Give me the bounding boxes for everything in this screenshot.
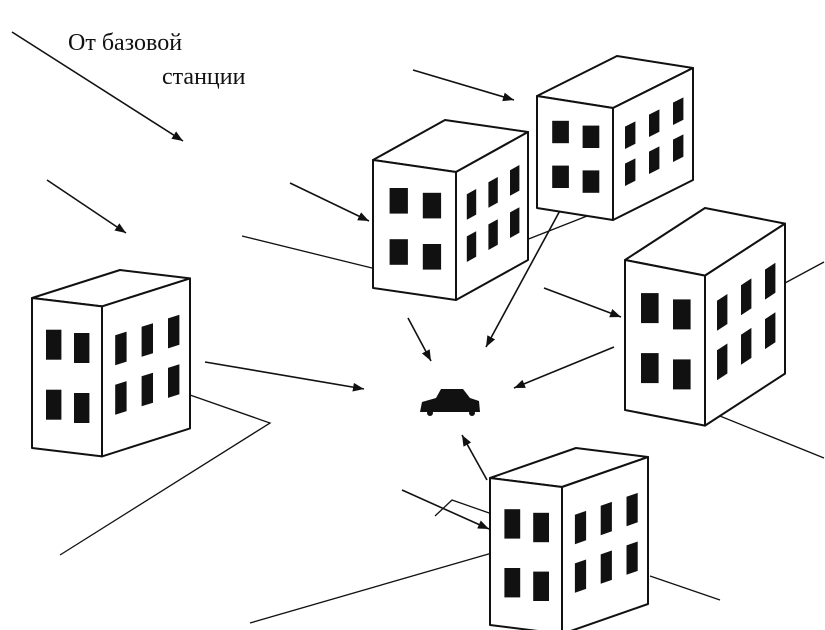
street-line [649, 575, 721, 601]
street-line [59, 394, 272, 556]
window [574, 559, 587, 593]
window [488, 177, 498, 208]
window [717, 294, 728, 331]
window [504, 568, 521, 598]
window [141, 323, 153, 357]
street-line [704, 409, 825, 459]
window [74, 393, 90, 423]
street-line [249, 552, 493, 624]
arrow-icon [407, 317, 432, 362]
window [673, 97, 684, 125]
window [673, 299, 691, 330]
window [168, 364, 180, 398]
street-line [784, 261, 825, 284]
window [649, 109, 660, 137]
window [141, 372, 153, 407]
window [533, 512, 549, 543]
window [717, 343, 728, 381]
window [466, 231, 477, 262]
window [466, 189, 477, 220]
window [510, 207, 520, 238]
arrow-icon [543, 287, 622, 318]
window [582, 125, 600, 148]
window [741, 327, 752, 365]
window [600, 550, 612, 584]
window [741, 278, 752, 316]
car-icon [420, 389, 480, 416]
window [389, 239, 408, 265]
window [510, 165, 520, 196]
window [625, 121, 636, 149]
window [641, 353, 659, 384]
window [600, 501, 612, 536]
building-icon [372, 119, 529, 301]
building-icon [31, 269, 191, 458]
buildings [31, 55, 786, 630]
window [115, 331, 127, 366]
window [422, 192, 442, 219]
window [504, 509, 521, 539]
window [488, 219, 498, 250]
window [533, 571, 549, 601]
arrow-icon [46, 179, 127, 234]
street-line [241, 235, 373, 269]
window [673, 134, 684, 162]
arrow-icon [204, 361, 365, 392]
window [641, 293, 659, 324]
window [552, 165, 569, 188]
window [168, 314, 180, 349]
arrow-icon [401, 489, 490, 530]
window [626, 541, 638, 575]
arrow-icon [485, 204, 564, 348]
arrow-icon [461, 434, 488, 481]
street-lines [59, 206, 825, 624]
signal-paths [11, 31, 622, 530]
window [115, 381, 127, 415]
arrow-icon [11, 31, 184, 142]
arrow-icon [513, 346, 615, 389]
window [765, 262, 776, 300]
window [649, 146, 660, 174]
building-icon [489, 447, 649, 630]
window [389, 188, 408, 214]
window [582, 170, 600, 193]
window [74, 333, 90, 363]
window [422, 244, 442, 270]
window [46, 329, 62, 360]
street-line [434, 499, 493, 517]
arrow-icon [289, 182, 370, 222]
window [625, 158, 636, 186]
arrow-icon [412, 69, 515, 102]
window [626, 492, 638, 527]
building-icon [536, 55, 694, 221]
base-station-label-line-2: станции [162, 64, 246, 90]
window [574, 510, 587, 545]
building-icon [624, 207, 786, 427]
window [552, 120, 569, 144]
window [673, 359, 691, 390]
window [46, 389, 62, 420]
base-station-label-line-1: От базовой [68, 30, 183, 56]
window [765, 312, 776, 350]
